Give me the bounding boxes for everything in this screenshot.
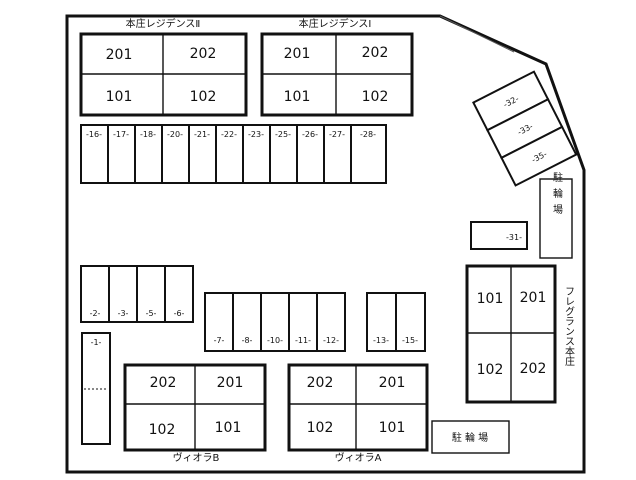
building-viola-a: 202 201 102 101 (287, 363, 429, 452)
room-202: 202 (307, 375, 334, 391)
residence-2-name: 本庄レジデンスⅡ (126, 17, 201, 30)
room-102: 102 (307, 420, 334, 436)
parking-slot-18 (134, 124, 163, 184)
room-102: 102 (477, 362, 504, 378)
parking-slot-27-label: -27- (329, 130, 345, 139)
viola-b-name: ヴィオラB (173, 451, 220, 464)
bicycle-parking-bottom-label: 駐 輪 場 (452, 431, 488, 444)
parking-slot-21 (188, 124, 217, 184)
parking-slot-10 (260, 292, 290, 352)
parking-slot-31 (470, 221, 528, 250)
parking-slot-25-label: -25- (275, 130, 291, 139)
building-viola-b: 202 201 102 101 (123, 363, 267, 452)
parking-diagonal: -32- -33- -35- (472, 70, 578, 187)
viola-a-name: ヴィオラA (335, 451, 382, 464)
room-202: 202 (150, 375, 177, 391)
building-fragrance: 101 201 102 202 (465, 264, 557, 404)
room-201: 201 (520, 290, 547, 306)
site-boundary (65, 14, 586, 474)
room-101: 101 (215, 420, 242, 436)
parking-slot-6 (164, 265, 194, 323)
fragrance-name: フレグランス本庄 (563, 286, 575, 367)
parking-slot-6-label: -6- (174, 309, 185, 318)
building-residence-2: 201 202 101 102 (79, 32, 248, 117)
parking-slot-12-label: -12- (323, 336, 339, 345)
parking-slot-16-label: -16- (86, 130, 102, 139)
parking-slot-15-label: -15- (402, 336, 418, 345)
parking-slot-1-label: -1- (91, 338, 102, 347)
parking-slot-8-label: -8- (242, 336, 253, 345)
room-102: 102 (149, 422, 176, 438)
parking-left-block: -2- -3- -5- -6- (80, 265, 194, 323)
parking-slot-20-label: -20- (167, 130, 183, 139)
parking-slot-5-label: -5- (146, 309, 157, 318)
parking-slot-21-label: -21- (194, 130, 210, 139)
parking-slot-2 (80, 265, 110, 323)
parking-slot-12 (316, 292, 346, 352)
room-101: 101 (477, 291, 504, 307)
parking-slot-35 (500, 125, 578, 187)
room-101: 101 (106, 89, 133, 105)
room-102: 102 (190, 89, 217, 105)
room-102: 102 (362, 89, 389, 105)
parking-slot-31-label: -31- (506, 233, 522, 242)
room-202: 202 (520, 361, 547, 377)
parking-slot-28 (350, 124, 387, 184)
parking-slot-2-label: -2- (90, 309, 101, 318)
parking-slot-11-label: -11- (295, 336, 311, 345)
room-101: 101 (379, 420, 406, 436)
bicycle-parking-bottom: 駐 輪 場 (431, 420, 510, 454)
bicycle-parking-right: 駐輪場 (539, 171, 573, 259)
parking-slot-15 (395, 292, 426, 352)
room-202: 202 (190, 46, 217, 62)
room-202: 202 (362, 45, 389, 61)
parking-slot-13-label: -13- (373, 336, 389, 345)
parking-slot-26-label: -26- (302, 130, 318, 139)
parking-slot-23-label: -23- (248, 130, 264, 139)
parking-slot-28-label: -28- (360, 130, 376, 139)
boundary-thin-diagonal (439, 15, 515, 53)
parking-slot-3-label: -3- (118, 309, 129, 318)
parking-slot-7-label: -7- (214, 336, 225, 345)
parking-slot-22-label: -22- (221, 130, 237, 139)
building-residence-1: 201 202 101 102 (260, 32, 414, 117)
parking-middle-block: -7- -8- -10- -11- -12- (204, 292, 346, 352)
parking-slot-5 (136, 265, 166, 323)
parking-small-block: -13- -15- (366, 292, 426, 352)
parking-slot-13 (366, 292, 397, 352)
room-201: 201 (217, 375, 244, 391)
parking-slot-17-label: -17- (113, 130, 129, 139)
room-101: 101 (284, 89, 311, 105)
parking-slot-8 (232, 292, 262, 352)
parking-slot-22 (215, 124, 244, 184)
residence-1-name: 本庄レジデンスⅠ (299, 17, 372, 30)
parking-slot-17 (107, 124, 136, 184)
parking-slot-27 (323, 124, 352, 184)
bicycle-parking-right-label: 駐輪場 (551, 171, 563, 220)
parking-slot-10-label: -10- (267, 336, 283, 345)
parking-slot-3 (108, 265, 138, 323)
room-201: 201 (284, 46, 311, 62)
parking-top-row: -16- -17- -18- -20- -21- -22- -23- -25- … (80, 124, 387, 184)
room-201: 201 (379, 375, 406, 391)
room-201: 201 (106, 47, 133, 63)
parking-slot-18-label: -18- (140, 130, 156, 139)
parking-slot-25 (269, 124, 298, 184)
